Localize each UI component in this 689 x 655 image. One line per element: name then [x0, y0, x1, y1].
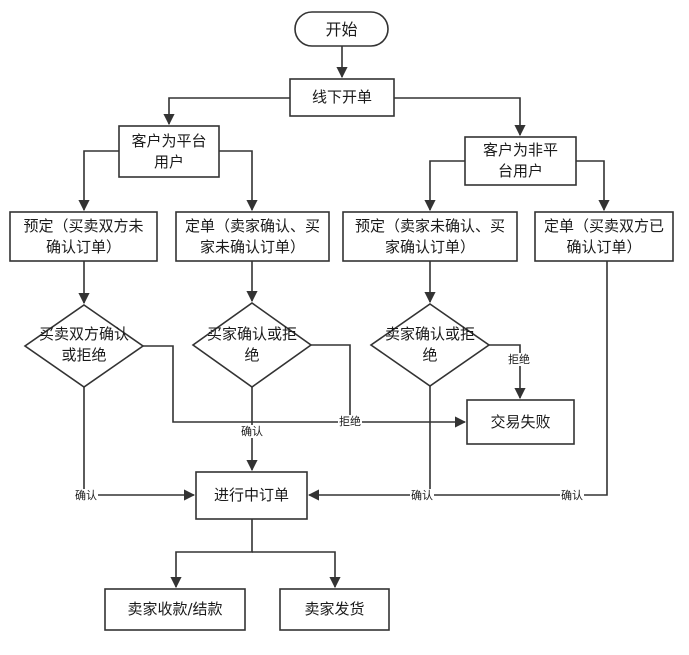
edge-label-order-confirm: 确认 — [560, 489, 584, 502]
start-label: 开始 — [325, 19, 358, 39]
order-seller-confirmed-label: 定单（卖家确认、买家未确认订单） — [184, 216, 320, 256]
edge-platform-to-order — [219, 150, 258, 212]
non-platform-user-label: 客户为非平台用户 — [482, 141, 558, 180]
edge-decision-both-confirm — [83, 387, 196, 501]
edge-nonplatform-to-order — [576, 160, 610, 212]
edge-platform-to-prebook — [78, 150, 119, 212]
edge-label-buyer-reject: 拒绝 — [338, 415, 362, 428]
edge-order-both-confirm — [430, 261, 608, 496]
node-non-platform-user — [464, 136, 577, 186]
node-seller-payment — [104, 588, 246, 631]
node-deal-failed — [466, 399, 575, 445]
deal-failed-label: 交易失败 — [490, 412, 551, 431]
edge-inprogress-to-ship — [252, 551, 341, 589]
edge-label-buyer-confirm: 确认 — [240, 425, 264, 438]
offline-order-label: 线下开单 — [311, 88, 372, 106]
prebook-both-unconfirmed-label: 预定（买卖双方未确认订单） — [23, 216, 144, 256]
node-seller-ship — [279, 588, 390, 631]
node-order-in-progress — [195, 471, 308, 520]
edge-decision-both-reject — [143, 345, 467, 428]
edge-label-seller-confirm: 确认 — [410, 489, 434, 502]
node-offline-order — [289, 78, 395, 117]
order-in-progress-label: 进行中订单 — [213, 486, 289, 504]
seller-payment-label: 卖家收款/结款 — [127, 600, 223, 618]
edge-offline-to-nonplatform — [394, 97, 526, 137]
edge-nonplatform-to-prebook — [424, 160, 465, 212]
prebook-buyer-confirmed-label: 预定（卖家未确认、买家确认订单） — [354, 216, 505, 256]
decision-seller-label: 卖家确认或拒绝 — [385, 325, 476, 364]
edge-decision-buyer-reject — [311, 344, 351, 422]
edge-decision-seller-reject — [489, 344, 526, 400]
decision-buyer-label: 买家确认或拒绝 — [207, 325, 298, 364]
decision-both-label: 买卖双方确认或拒绝 — [38, 325, 129, 364]
edge-offline-to-platform — [163, 97, 290, 126]
order-both-confirmed-label: 定单（买卖双方已确认订单） — [543, 216, 664, 256]
edge-label-seller-reject: 拒绝 — [507, 353, 531, 366]
node-platform-user — [118, 125, 220, 178]
platform-user-label: 客户为平台用户 — [131, 131, 207, 171]
edge-inprogress-to-payment — [170, 519, 253, 589]
seller-ship-label: 卖家发货 — [304, 600, 365, 618]
node-order-both-confirmed — [534, 211, 674, 262]
edge-decision-seller-confirm — [307, 386, 431, 501]
edge-label-both-confirm: 确认 — [74, 489, 98, 502]
